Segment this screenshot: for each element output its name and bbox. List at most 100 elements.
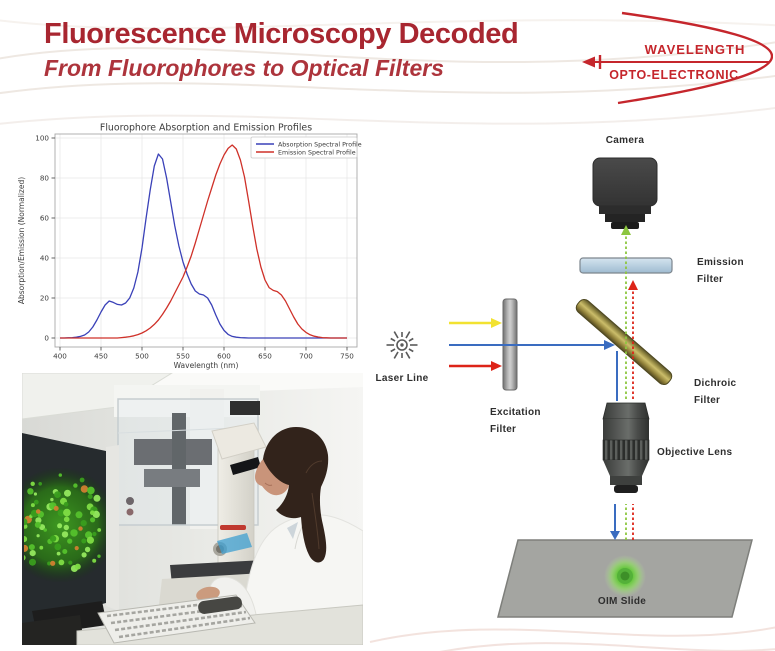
cell-dot (38, 482, 42, 486)
emission-filter-icon (579, 257, 673, 274)
blue-beam-arrowhead-icon (604, 340, 615, 350)
photo-blue-tray (217, 533, 252, 554)
photo-lips (264, 482, 273, 486)
lab-photo (22, 373, 363, 645)
y-tick-label: 0 (44, 334, 49, 343)
plot-area (55, 134, 357, 347)
cell-dot (49, 535, 57, 542)
cell-dot (35, 509, 41, 514)
photo-keyboard-keys (106, 598, 251, 639)
cell-dot (57, 523, 63, 529)
cell-dot (56, 551, 61, 556)
photo-knob2 (126, 508, 134, 516)
cell-dot (30, 481, 35, 486)
x-tick-label: 750 (340, 352, 354, 361)
cell-dot (68, 560, 73, 565)
cell-dot (92, 531, 97, 537)
dichroic-filter-label-line2: Filter (694, 395, 720, 406)
x-tick-label: 550 (176, 352, 190, 361)
cell-dot (57, 509, 65, 517)
objective-lens-label: Objective Lens (657, 447, 732, 458)
y-tick-label: 100 (35, 134, 49, 143)
camera-icon (592, 157, 658, 229)
legend-entry-label: Emission Spectral Profile (278, 149, 356, 156)
cell-dot (80, 485, 89, 493)
cell-dot (67, 538, 73, 544)
photo-knob1 (126, 497, 134, 505)
cell-dot (24, 518, 28, 526)
emission-curve (60, 144, 347, 339)
cell-dot (63, 508, 71, 517)
photo-hair (263, 427, 329, 563)
company-logo: WAVELENGTH OPTO-ELECTRONIC (582, 11, 773, 105)
cell-dot (24, 524, 28, 529)
x-tick-label: 700 (299, 352, 313, 361)
x-axis-label: Wavelength (nm) (174, 361, 239, 370)
laser-line-label: Laser Line (375, 373, 428, 384)
photo-camera-top (230, 401, 260, 415)
cell-dot (73, 483, 78, 488)
red-up-arrowhead-icon (628, 280, 638, 290)
y-tick-label: 20 (40, 294, 50, 303)
photo-phone (198, 596, 242, 614)
photo-monitor-bezel (106, 445, 119, 611)
laser-ray (405, 351, 411, 359)
x-tick-label: 600 (217, 352, 231, 361)
excitation-filter-label-line1: Excitation (490, 407, 541, 418)
x-tick-label: 500 (135, 352, 149, 361)
cell-dot (84, 546, 91, 553)
cell-dot (70, 529, 78, 537)
y-tick-label: 40 (40, 254, 50, 263)
laser-ray (408, 337, 414, 342)
fluorescent-spot-core (620, 571, 630, 581)
photo-shirt (287, 522, 298, 539)
cell-dot (93, 494, 101, 502)
yellow-beam-arrowhead-icon (491, 318, 502, 328)
cell-dot (53, 505, 59, 511)
cell-dot (30, 503, 35, 508)
cell-dot (36, 534, 40, 538)
laser-source-icon (386, 331, 418, 359)
red-beam-arrowhead-icon (491, 361, 502, 371)
photo-red-stripe (220, 525, 246, 530)
oim-slide-label: OIM Slide (598, 596, 646, 607)
cell-dot (75, 511, 83, 519)
dichroic-filter-label-line1: Dichroic (694, 378, 737, 389)
cell-dot (86, 536, 94, 544)
cell-dot (24, 544, 29, 552)
laser-ray (393, 331, 399, 339)
blue-down-arrowhead-icon (610, 531, 620, 540)
logo-text-wavelength: WAVELENGTH (645, 42, 746, 57)
cell-dot (58, 559, 65, 566)
cell-dot (54, 491, 61, 498)
cell-dot (29, 558, 36, 566)
laser-ray (390, 337, 396, 342)
cell-dot (92, 558, 97, 563)
photo-stage (144, 469, 200, 487)
chart-title: Fluorophore Absorption and Emission Prof… (100, 123, 312, 134)
cell-dot (78, 526, 83, 531)
cell-dot (87, 486, 95, 495)
laser-ray (390, 348, 396, 353)
photo-eyepiece (230, 457, 261, 475)
laser-ray (405, 331, 411, 339)
legend-box (250, 136, 358, 159)
page-title: Fluorescence Microscopy Decoded (44, 18, 519, 50)
cell-dot (81, 552, 87, 558)
cell-dot (81, 538, 87, 544)
camera-label: Camera (606, 135, 645, 146)
cell-dot (74, 546, 79, 551)
plot-border (54, 133, 358, 348)
laser-ray (408, 348, 414, 353)
x-tick-label: 450 (94, 352, 108, 361)
cell-dot (80, 520, 87, 527)
cell-dot (27, 488, 34, 495)
cell-dot (97, 528, 102, 532)
cell-dot (39, 545, 44, 550)
cell-dot (50, 560, 56, 566)
cell-dot (64, 489, 71, 497)
cell-dot (35, 517, 42, 524)
cell-dot (54, 543, 62, 551)
cell-dot (33, 492, 37, 496)
